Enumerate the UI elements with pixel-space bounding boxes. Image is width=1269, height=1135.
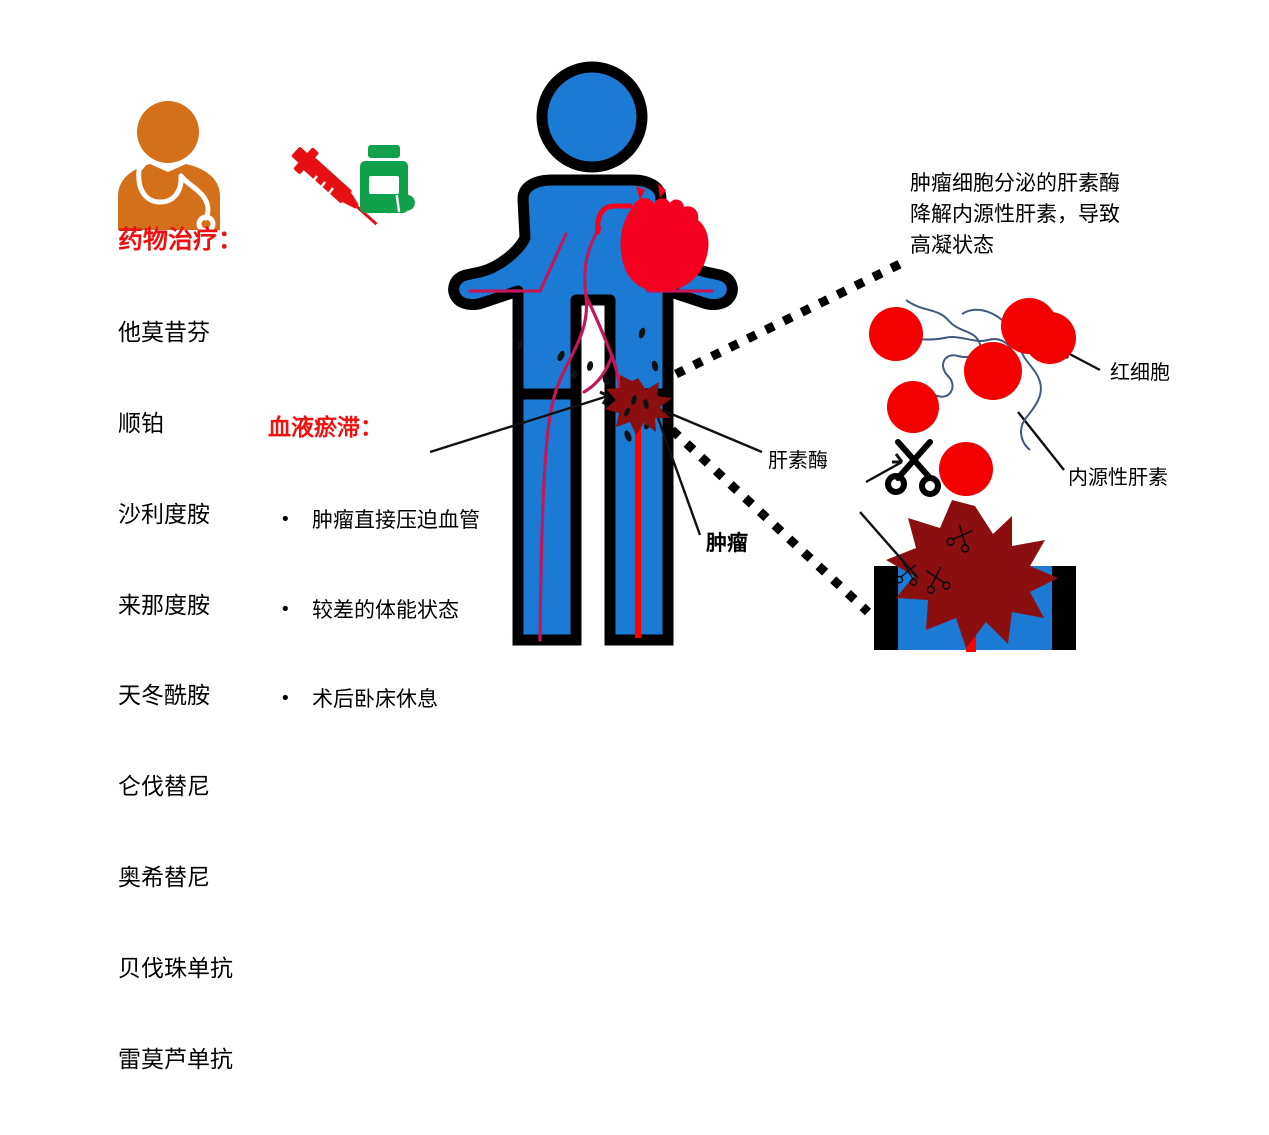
drug-item: 天冬酰胺 — [118, 683, 210, 710]
label-red-blood-cell: 红细胞 — [1110, 360, 1170, 384]
drug-item: 贝伐珠单抗 — [118, 956, 233, 982]
label-tumor: 肿瘤 — [706, 531, 748, 555]
doctor-icon — [118, 101, 220, 230]
heart-icon — [620, 184, 709, 292]
human-body-silhouette — [448, 61, 738, 646]
drug-item: 仑伐替尼 — [118, 774, 210, 801]
drug-item: 来那度胺 — [118, 592, 210, 619]
drug-item: 奥希替尼 — [118, 865, 210, 892]
blood-cells-and-heparin-inset — [869, 298, 1076, 497]
list-item: 肿瘤直接压迫血管 — [272, 502, 480, 538]
pill-icon — [381, 194, 415, 214]
heparanase-mechanism-note: 肿瘤细胞分泌的肝素酶 降解内源性肝素，导致 高凝状态 — [910, 171, 1120, 257]
drug-item: 他莫昔芬 — [118, 319, 210, 346]
red-blood-cells — [869, 298, 1076, 496]
blood-vessels — [468, 226, 714, 642]
label-endogenous-heparin: 内源性肝素 — [1068, 465, 1168, 489]
magnified-tumor-vessel-inset — [859, 500, 1076, 652]
label-heparanase: 肝素酶 — [768, 448, 828, 472]
medicine-bottle-icon — [360, 145, 415, 214]
drug-treatment-heading: 药物治疗： — [118, 225, 244, 254]
drug-item: 顺铂 — [118, 410, 164, 437]
inset-scissors-group — [895, 524, 973, 594]
diagram-artwork — [118, 61, 1101, 652]
drug-treatment-list: 他莫昔芬 顺铂 沙利度胺 来那度胺 天冬酰胺 仑伐替尼 奥希替尼 贝伐珠单抗 雷… — [118, 258, 233, 1135]
drug-item: 沙利度胺 — [118, 501, 210, 528]
aorta-arch — [595, 203, 633, 235]
callout-dotted-lines — [668, 259, 902, 616]
blood-stasis-list: 肿瘤直接压迫血管 较差的体能状态 术后卧床休息 — [272, 448, 480, 771]
list-item: 较差的体能状态 — [272, 592, 480, 628]
heparanase-scissors-icon — [885, 439, 941, 497]
tumor-burst — [605, 375, 672, 435]
diagram-canvas: 药物治疗： 他莫昔芬 顺铂 沙利度胺 来那度胺 天冬酰胺 仑伐替尼 奥希替尼 贝… — [0, 0, 1269, 714]
list-item: 术后卧床休息 — [272, 681, 480, 717]
blood-stasis-heading: 血液瘀滞： — [268, 415, 383, 441]
stethoscope-icon — [136, 162, 216, 234]
drug-item: 雷莫芦单抗 — [118, 1046, 233, 1073]
